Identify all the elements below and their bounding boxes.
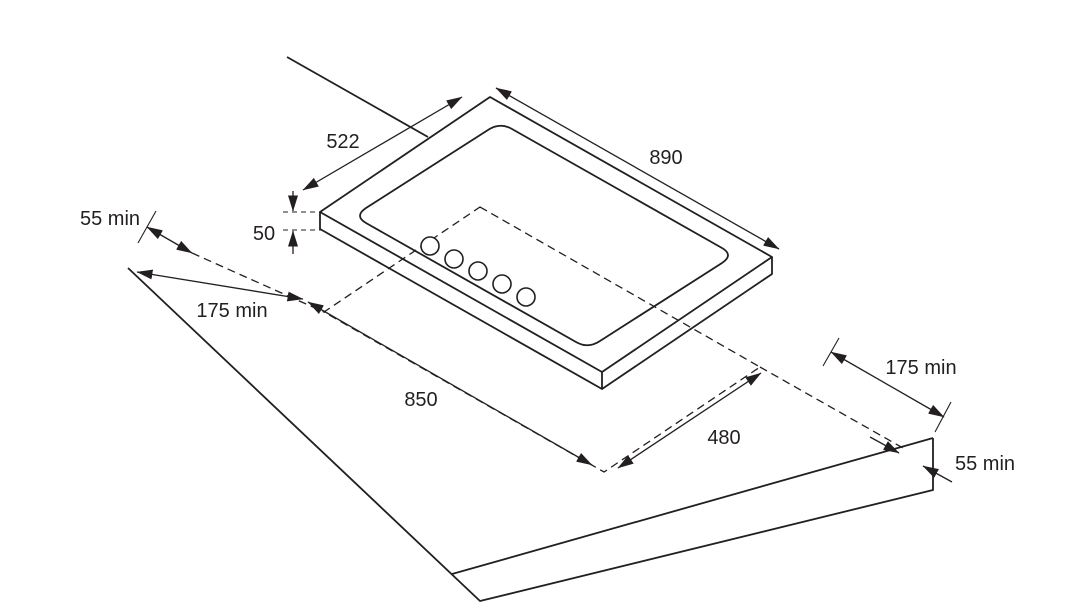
countertop-silhouette bbox=[127, 267, 934, 602]
dimension-line-480 bbox=[617, 372, 762, 469]
extension-tick-175-right-b bbox=[934, 401, 952, 433]
dimension-line-175-right bbox=[830, 351, 945, 418]
extension-tick-175-right-a bbox=[822, 337, 840, 367]
countertop bbox=[127, 267, 934, 602]
control-knob bbox=[516, 287, 536, 307]
dimension-extensions-50 bbox=[283, 211, 322, 231]
dimension-522: 522 bbox=[302, 96, 463, 191]
dim-label-55-front: 55 min bbox=[955, 453, 1015, 475]
cutout-hidden-outline bbox=[191, 206, 904, 473]
dimension-line-850 bbox=[307, 301, 593, 466]
dimension-55-front: 55 min bbox=[869, 436, 1015, 483]
cutout-extension-right bbox=[759, 366, 904, 449]
dimension-480: 480 bbox=[617, 372, 762, 469]
control-knob bbox=[468, 261, 488, 281]
dimension-175-right: 175 min bbox=[822, 337, 957, 433]
dim-label-55-back: 55 min bbox=[80, 208, 140, 230]
dim-label-50: 50 bbox=[253, 223, 275, 245]
dimension-50: 50 bbox=[253, 191, 322, 254]
extension-tick-55-back bbox=[137, 210, 157, 244]
dimension-arrow-55-front-left bbox=[869, 436, 900, 454]
dimension-line-522 bbox=[302, 96, 463, 191]
dimension-arrow-55-front-right bbox=[922, 465, 953, 483]
dim-label-480: 480 bbox=[707, 427, 740, 449]
countertop-front-edge bbox=[451, 437, 934, 575]
dim-label-890: 890 bbox=[649, 147, 682, 169]
control-knob bbox=[492, 274, 512, 294]
reference-line bbox=[286, 56, 429, 138]
control-knob bbox=[420, 236, 440, 256]
control-knob bbox=[444, 249, 464, 269]
dim-label-850: 850 bbox=[404, 389, 437, 411]
dimension-850: 850 bbox=[307, 301, 593, 466]
dimension-line-55-back bbox=[146, 226, 193, 254]
dimension-175-left: 175 min bbox=[136, 269, 304, 322]
dim-label-522: 522 bbox=[326, 131, 359, 153]
dimension-line-175-left bbox=[136, 269, 304, 302]
dimension-55-back: 55 min bbox=[80, 208, 193, 254]
dimension-890: 890 bbox=[495, 87, 780, 250]
dimension-line-890 bbox=[495, 87, 780, 250]
dim-label-175-right: 175 min bbox=[885, 357, 956, 379]
dim-label-175-left: 175 min bbox=[196, 300, 267, 322]
cutout-rectangle bbox=[322, 206, 762, 473]
